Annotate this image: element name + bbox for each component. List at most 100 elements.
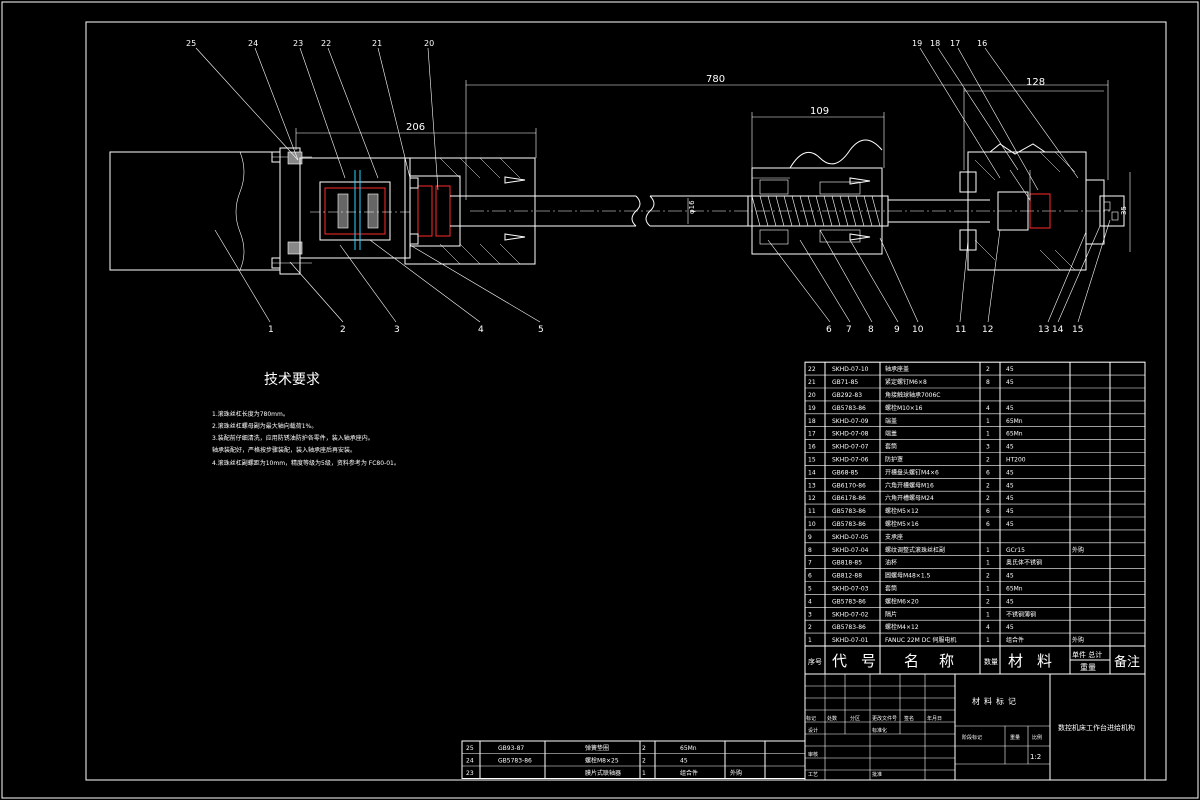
bom-cell: 8 (808, 547, 812, 554)
bom-cell: 螺栓M5×12 (885, 507, 919, 515)
bom-cell: 3 (808, 611, 812, 618)
tech-req-line-5: 4.滚珠丝杠副螺距为10mm，精度等级为5级，资料参考为 FC80-01。 (212, 459, 400, 467)
bom-cell: 2 (986, 457, 990, 464)
bom-cell: SKHD-07-06 (832, 457, 869, 464)
bom-cell: 端盖 (885, 417, 897, 425)
ball-nut (751, 167, 883, 255)
bom-lower-cell: GB5783-86 (498, 758, 532, 765)
bom-cell: 奥氏体不锈钢 (1006, 559, 1042, 567)
bom-cell: 开槽盘头螺钉M4×6 (885, 468, 939, 476)
motor-body (109, 151, 281, 271)
bom-cell: 螺栓M6×20 (885, 597, 919, 605)
bom-cell: 2 (986, 598, 990, 605)
bom-cell: 22 (808, 366, 816, 373)
tech-requirements: 技术要求 1.滚珠丝杠长度为780mm。 2.滚珠丝杠螺母副为最大轴向载荷1%。… (212, 372, 400, 467)
bom-cell: 1 (986, 560, 990, 567)
bom-cell: 隔片 (885, 610, 897, 618)
bom-cell: 端盖 (885, 430, 897, 438)
balloon-8: 8 (868, 325, 874, 335)
bom-cell: 19 (808, 405, 816, 412)
tb-sign: 签名 (904, 715, 914, 722)
bom-cell: 11 (808, 508, 816, 515)
bom-cell: 组合件 (1006, 636, 1024, 644)
bom-cell: SKHD-07-02 (832, 611, 869, 618)
bom-cell: 2 (986, 482, 990, 489)
bom-header: 序号 代号 名称 数量 材料 单件 总计 重量 备注 (804, 645, 1146, 675)
balloons-bottom: 1 2 3 4 5 6 7 8 9 10 11 12 13 14 15 (268, 325, 1083, 335)
bom-cell: GB5783-86 (832, 521, 866, 528)
tech-req-line-1: 1.滚珠丝杠长度为780mm。 (212, 410, 289, 418)
bom-cell: 65Mn (1006, 431, 1023, 438)
balloon-7: 7 (846, 325, 852, 335)
bom-cell: 6 (986, 469, 990, 476)
balloon-21: 21 (372, 39, 382, 48)
balloon-4: 4 (478, 325, 484, 335)
bom-h-seq: 序号 (808, 657, 822, 666)
bom-cell: 16 (808, 444, 816, 451)
bom-cell: 4 (986, 624, 990, 631)
balloons-top: 25 24 23 22 21 20 19 18 17 16 (186, 39, 987, 48)
bom-cell: 套筒 (885, 585, 897, 593)
bom-cell: 20 (808, 392, 816, 399)
bom-h-remark: 备注 (1114, 654, 1140, 670)
bom-cell: 油杯 (885, 559, 897, 567)
bom-cell: GB68-85 (832, 469, 858, 476)
tech-req-line-2: 2.滚珠丝杠螺母副为最大轴向载荷1%。 (212, 422, 317, 430)
bom-cell: GCr15 (1006, 547, 1025, 554)
bom-cell: SKHD-07-01 (832, 637, 869, 644)
bom-cell: SKHD-07-05 (832, 534, 869, 541)
assembly-view: φ16 (109, 47, 1131, 323)
balloon-14: 14 (1052, 325, 1064, 335)
bom-cell: 45 (1006, 482, 1014, 489)
bom-lower-cell: 45 (680, 758, 688, 765)
bom-lower-cell: 膜片式联轴器 (585, 769, 621, 777)
bom-cell: 65Mn (1006, 418, 1023, 425)
bom-cell: 1 (986, 586, 990, 593)
tb-date: 年月日 (927, 715, 942, 722)
bom-cell: 2 (808, 624, 812, 631)
bom-cell: 45 (1006, 521, 1014, 528)
bom-cell: 45 (1006, 405, 1014, 412)
bom-lower-cell: 弹簧垫圈 (585, 744, 609, 752)
bom-h-qty: 数量 (984, 657, 998, 666)
bom-cell: GB812-88 (832, 573, 862, 580)
bom-lower-cell: 2 (642, 745, 646, 752)
bom-cell: 2 (986, 366, 990, 373)
bom-cell: 1 (808, 637, 812, 644)
bom-cell: 螺栓M5×16 (885, 520, 919, 528)
tb-design: 设计 (808, 727, 818, 734)
bom-cell: 45 (1006, 366, 1014, 373)
bom-cell: SKHD-07-08 (832, 431, 869, 438)
bom-cell: GB71-85 (832, 379, 858, 386)
bom-cell: 6 (986, 521, 990, 528)
balloon-5: 5 (538, 325, 544, 335)
bom-lower-cell: 23 (466, 770, 474, 777)
tb-material-mark: 材料标记 (972, 696, 1020, 706)
balloon-12: 12 (982, 325, 993, 335)
bom-cell: 1 (986, 611, 990, 618)
tb-change: 更改文件号 (872, 715, 897, 722)
bom-cell: 45 (1006, 379, 1014, 386)
bom-cell: 3 (986, 444, 990, 451)
bom-cell: 1 (986, 637, 990, 644)
bom-h-single-total: 单件 总计 (1072, 650, 1102, 659)
balloon-10: 10 (912, 325, 924, 335)
balloon-23: 23 (293, 39, 303, 48)
tb-stage: 阶段标记 (962, 734, 982, 741)
bom-cell: SKHD-07-10 (832, 366, 869, 373)
bom-cell: 8 (986, 379, 990, 386)
bom-cell: 12 (808, 495, 816, 502)
bom-cell: 65Mn (1006, 586, 1023, 593)
dim-128: 128 (1026, 77, 1045, 88)
bom-cell: 4 (808, 598, 812, 605)
balloon-24: 24 (248, 39, 258, 48)
bom-cell: 紧定螺钉M6×8 (885, 378, 927, 386)
bom-lower-cell: 外购 (730, 769, 742, 777)
bom-cell: GB6178-86 (832, 495, 866, 502)
bom-cell: GB5783-86 (832, 405, 866, 412)
balloon-19: 19 (912, 39, 922, 48)
dim-109: 109 (810, 106, 829, 117)
bom-cell: 15 (808, 457, 816, 464)
